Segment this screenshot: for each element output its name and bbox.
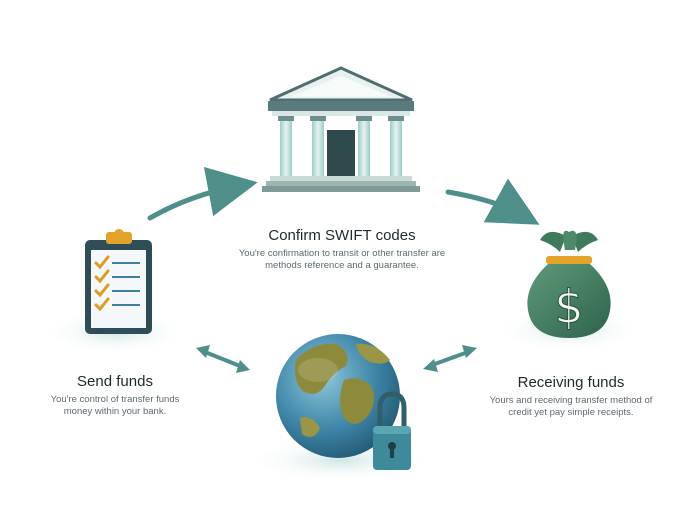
arrow-globe-receive-bidirectional [423,345,477,372]
arrow-send-to-bank [147,166,258,221]
receiving-funds-desc-line-1: Yours and receiving transfer method of [489,395,653,406]
money-bag-icon: $ [527,230,611,338]
send-funds-desc-line-2: money within your bank. [63,406,167,417]
clipboard-checklist-icon [85,229,152,334]
padlock-icon [373,391,411,470]
globe-icon [276,334,400,458]
arrow-send-globe-bidirectional [196,345,250,373]
confirm-swift-desc-line-1: You're confirmation to transit or other … [238,248,446,259]
arrow-bank-to-receive [445,178,540,225]
send-funds-description: You're control of transfer funds money w… [40,394,190,418]
receiving-funds-description: Yours and receiving transfer method of c… [486,395,656,419]
bank-building-icon [262,66,420,192]
send-funds-title: Send funds [77,373,153,390]
receiving-funds-desc-line-2: credit yet pay simple receipts. [508,407,634,418]
money-dollar-symbol: $ [554,280,583,334]
confirm-swift-title: Confirm SWIFT codes [268,227,416,244]
confirm-swift-description: You're confirmation to transit or other … [222,248,462,272]
receiving-funds-title: Receiving funds [517,374,625,391]
send-funds-desc-line-1: You're control of transfer funds [50,394,180,405]
confirm-swift-desc-line-2: methods reference and a guarantee. [265,260,419,271]
